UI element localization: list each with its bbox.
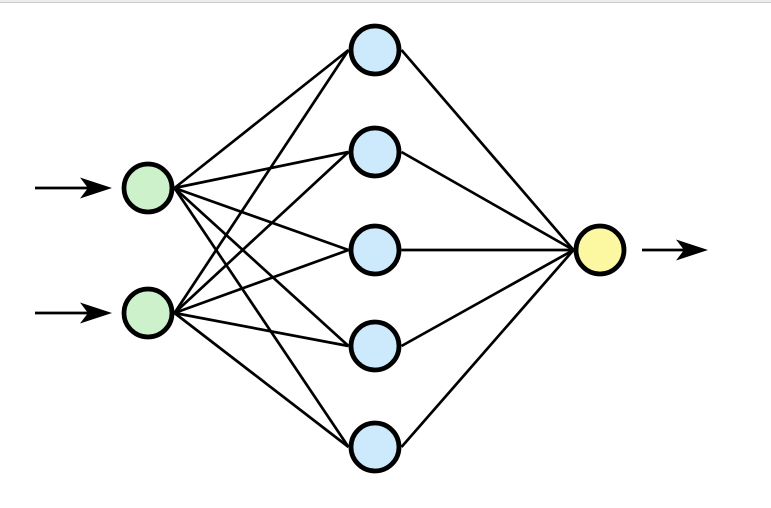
hidden-node [348,223,402,277]
edge-input-2-hidden-1 [173,49,350,314]
hidden-node [348,125,402,179]
input-node [121,286,175,340]
edge-input-2-hidden-4 [174,311,349,348]
hidden-node [348,23,402,77]
edge-hidden-1-output-1 [400,49,575,251]
output-node [573,223,627,277]
edge-hidden-4-output-1 [400,248,575,348]
edge-hidden-2-output-1 [400,150,575,252]
edge-input-1-hidden-5 [173,187,350,448]
input-arrow-1-head-icon [80,177,112,199]
window-top-edge [0,0,771,3]
edge-input-1-hidden-1 [173,48,350,190]
edge-input-1-hidden-3 [174,186,349,252]
edge-input-1-hidden-4 [173,187,350,347]
edge-hidden-5-output-1 [400,249,575,448]
edge-input-1-hidden-2 [174,150,349,190]
edge-input-2-hidden-3 [174,248,349,315]
edge-input-2-hidden-2 [173,151,350,314]
input-arrow-2-head-icon [80,302,112,324]
edge-input-2-hidden-5 [173,311,350,449]
output-arrow-head-icon [676,239,708,261]
hidden-node [348,420,402,474]
input-node [121,161,175,215]
hidden-node [348,319,402,373]
